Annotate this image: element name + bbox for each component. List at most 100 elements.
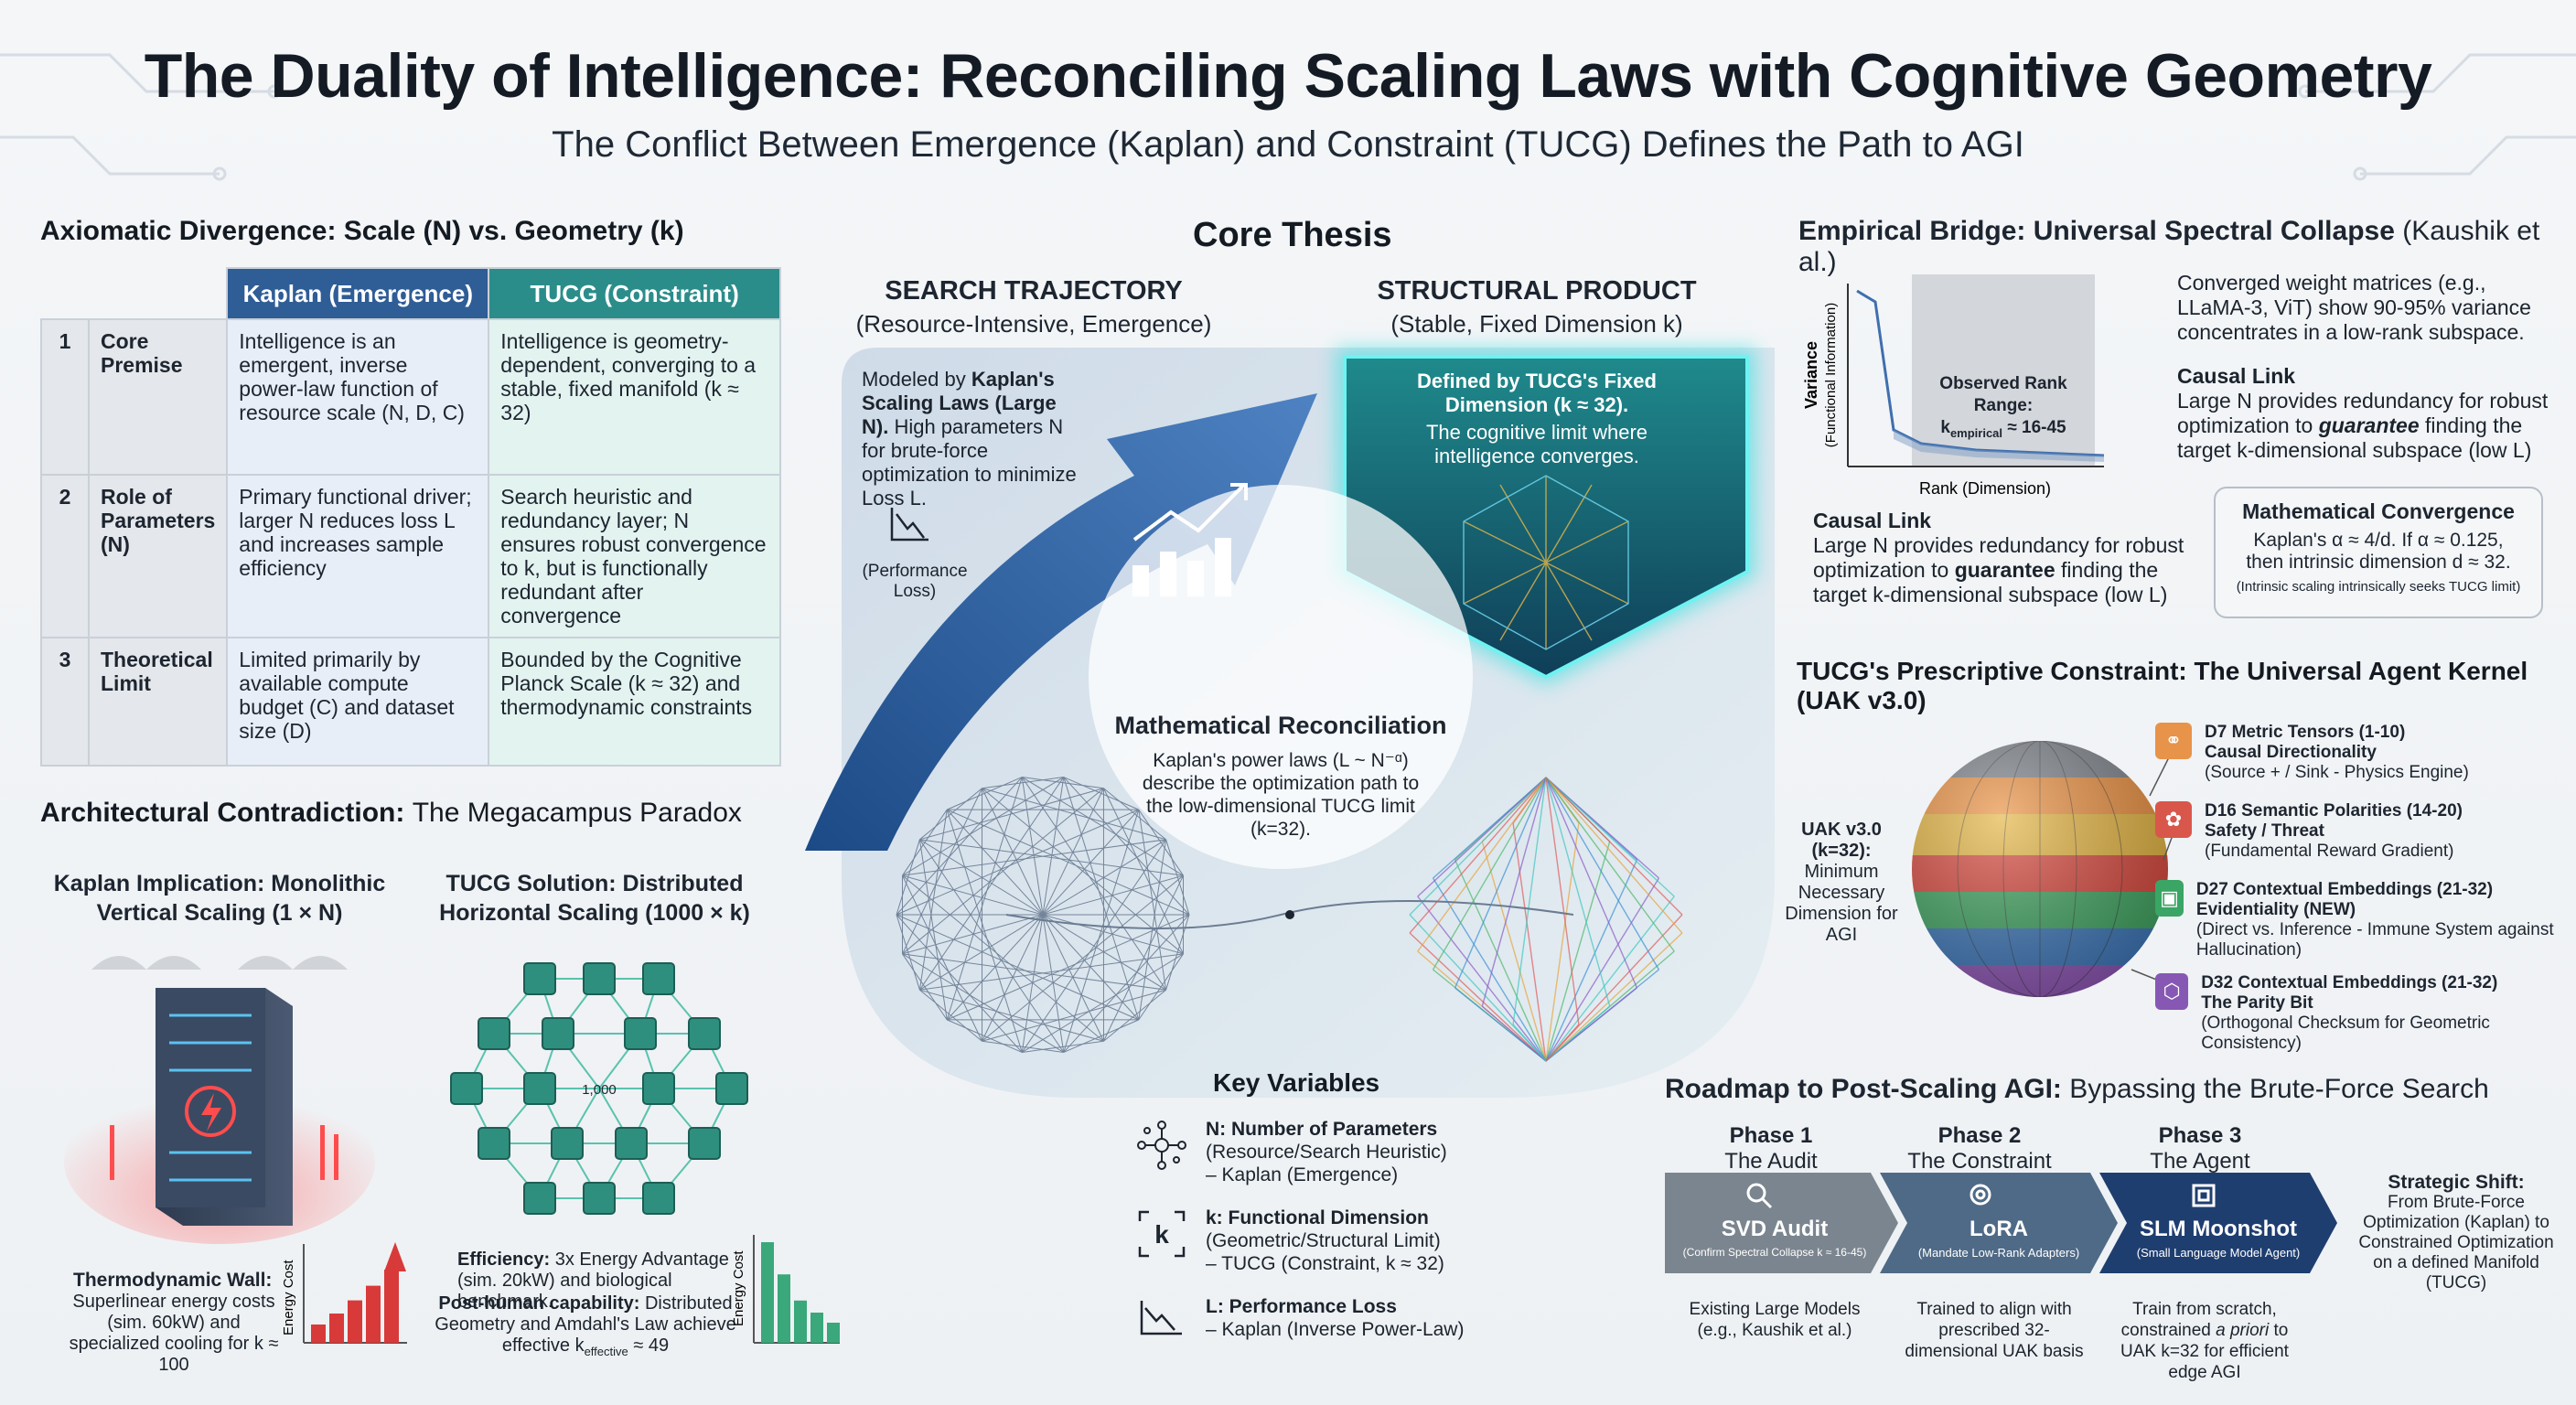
variable-line: – TUCG (Constraint, k ≈ 32) [1206,1253,1444,1274]
struct-body-text: The cognitive limit where intelligence c… [1425,421,1648,467]
layer-title: D27 Contextual Embeddings (21-32) [2195,880,2494,899]
kaplan-cell: Limited primarily by available compute b… [226,637,490,767]
magnifier-icon [1746,1183,1766,1203]
uak-label-3: Minimum Necessary Dimension for AGI [1785,862,1898,945]
mesh-node [688,1017,721,1050]
phase-number: Phase 3 [2158,1123,2242,1148]
brain-icon: ✿ [2155,801,2192,838]
causal-text-2: finding the target k-dimensional subspac… [2177,413,2532,462]
roadmap-heading: Roadmap to Post-Scaling AGI: Bypassing t… [1665,1074,2489,1105]
mesh-node [615,1127,648,1160]
phase-2-desc: Trained to align with prescribed 32-dime… [1905,1300,2084,1361]
mesh-node [642,962,675,995]
uak-layers: ⚭ D7 Metric Tensors (1-10)Causal Directi… [2155,723,2558,1054]
search-trajectory: SEARCH TRAJECTORY (Resource-Intensive, E… [851,276,1217,338]
causal-emphasis: guarantee [2318,413,2420,437]
mesh-node [642,1072,675,1105]
shift-text: From Brute-Force Optimization (Kaplan) t… [2358,1193,2554,1292]
phase-number: Phase 1 [1729,1123,1813,1148]
table-corner [41,268,227,319]
roadmap-heading-bold: Roadmap to Post-Scaling AGI: [1665,1074,2062,1104]
tucg-title-line: Horizontal Scaling (1000 × k) [439,900,750,926]
roadmap-arrows [1665,1173,2337,1273]
causal-link-top: Causal Link Large N provides redundancy … [2177,364,2552,463]
loss-curve-icon [1140,1301,1182,1335]
share-icon: ⚭ [2155,723,2192,759]
list-item: ⚭ D7 Metric Tensors (1-10)Causal Directi… [2155,723,2558,801]
lora-box[interactable]: LoRA (Mandate Low-Rank Adapters) [1894,1217,2104,1260]
phase-3-desc-2: to UAK k=32 for efficient edge AGI [2120,1321,2289,1382]
struct-subtitle: (Stable, Fixed Dimension k) [1390,310,1683,338]
y-axis-label-2: (Functional Information) [1823,303,1839,447]
empirical-heading: Empirical Bridge: Universal Spectral Col… [1798,216,2576,278]
phase-3-desc-em: a priori [2216,1321,2270,1340]
tucg-title-line: TUCG Solution: Distributed [445,871,744,896]
causal-text-1: Large N provides redundancy for robust o… [2177,389,2549,437]
roadmap-heading-rest: Bypassing the Brute-Force Search [2069,1074,2489,1104]
recon-title: Mathematical Reconciliation [1114,712,1447,739]
page-title: The Duality of Intelligence: Reconciling… [144,41,2432,111]
thermo-wall-title: Thermodynamic Wall: [73,1270,273,1291]
y-axis-label: Variance [1802,341,1820,409]
search-body-1: Modeled by [862,368,966,391]
thermo-wall-text: Superlinear energy costs (sim. 60kW) and… [69,1292,279,1375]
search-subtitle: (Resource-Intensive, Emergence) [855,310,1212,338]
energy-bar [348,1300,362,1343]
mesh-node [523,1182,556,1215]
architectural-heading: Architectural Contradiction: The Megacam… [40,798,742,829]
table-row: 3 Theoretical Limit Limited primarily by… [40,637,781,767]
kaplan-cell: Intelligence is an emergent, inverse pow… [226,318,490,476]
server-tower-icon [64,956,375,1244]
list-item: k k: Functional Dimension (Geometric/Str… [1134,1207,1555,1275]
mesh-node [523,962,556,995]
row-index: 1 [40,318,90,476]
key-variables-heading: Key Variables [1213,1068,1380,1097]
circuit-decoration [0,53,2576,181]
energy-bar [778,1274,790,1343]
slm-moonshot-box[interactable]: SLM Moonshot (Small Language Model Agent… [2109,1217,2328,1260]
table-row: 1 Core Premise Intelligence is an emerge… [40,318,781,476]
empirical-heading-bold: Empirical Bridge: Universal Spectral Col… [1798,216,2395,246]
converged-text: Converged weight matrices (e.g., LLaMA-3… [2177,271,2531,344]
tucg-cell: Bounded by the Cognitive Planck Scale (k… [488,637,781,767]
efficiency-text: Efficiency: 3x Energy Advantage (sim. 20… [457,1249,732,1313]
energy-cost-chart-left: Energy Cost [284,1242,407,1344]
energy-bar [794,1300,807,1343]
phase-sub: (Small Language Model Agent) [2136,1246,2301,1260]
phase-label: SVD Audit [1721,1217,1829,1241]
causal-emphasis: guarantee [1954,558,2055,582]
mesh-node [624,1017,657,1050]
tucg-solution-title: TUCG Solution: Distributed Horizontal Sc… [421,869,768,928]
observed-rank-range: Observed Rank Range: kempirical ≈ 16-45 [1912,373,2095,445]
struct-body: Defined by TUCG's Fixed Dimension (k ≈ 3… [1390,370,1683,468]
conv-note: (Intrinsic scaling intrinsically seeks T… [2236,579,2521,595]
layer-desc: (Fundamental Reward Gradient) [2205,842,2454,861]
kaplan-title-line: Kaplan Implication: Monolithic [53,871,386,896]
post-human-title: Post-human capability: [438,1293,640,1314]
row-label: Role of Parameters (N) [87,474,229,638]
struct-body-bold: Defined by TUCG's Fixed Dimension (k ≈ 3… [1417,370,1657,416]
layer-subtitle: The Parity Bit [2201,993,2313,1013]
conv-line: then intrinsic dimension d ≈ 32. [2246,552,2511,573]
phase-sub: (Confirm Spectral Collapse k ≈ 16-45) [1682,1246,1867,1259]
list-item: ▣ D27 Contextual Embeddings (21-32)Evide… [2155,880,2558,973]
svd-audit-box[interactable]: SVD Audit (Confirm Spectral Collapse k ≈… [1665,1217,1884,1259]
col-kaplan: Kaplan (Emergence) [226,267,490,320]
chip-icon [2192,1184,2216,1207]
phase-label: LoRA [1970,1217,2028,1241]
core-thesis-heading: Core Thesis [1193,216,1392,254]
uak-label-2: (k=32): [1811,841,1872,861]
range-value: ≈ 16-45 [2007,418,2066,437]
variable-title: k: Functional Dimension [1206,1207,1429,1228]
mesh-node [542,1017,574,1050]
efficiency-body: 3x Energy Advantage (sim. 20kW) and biol… [457,1249,729,1312]
phase-name: The Agent [2150,1149,2250,1174]
causal-text-2: finding the target k-dimensional subspac… [1813,558,2168,606]
mesh-node [583,962,616,995]
list-item: N: Number of Parameters (Resource/Search… [1134,1118,1555,1186]
phase-name: The Constraint [1907,1149,2052,1174]
row-index: 2 [40,474,90,638]
kaplan-implication-title: Kaplan Implication: Monolithic Vertical … [46,869,393,928]
uak-side-label: UAK v3.0 (k=32): Minimum Necessary Dimen… [1780,820,1903,946]
